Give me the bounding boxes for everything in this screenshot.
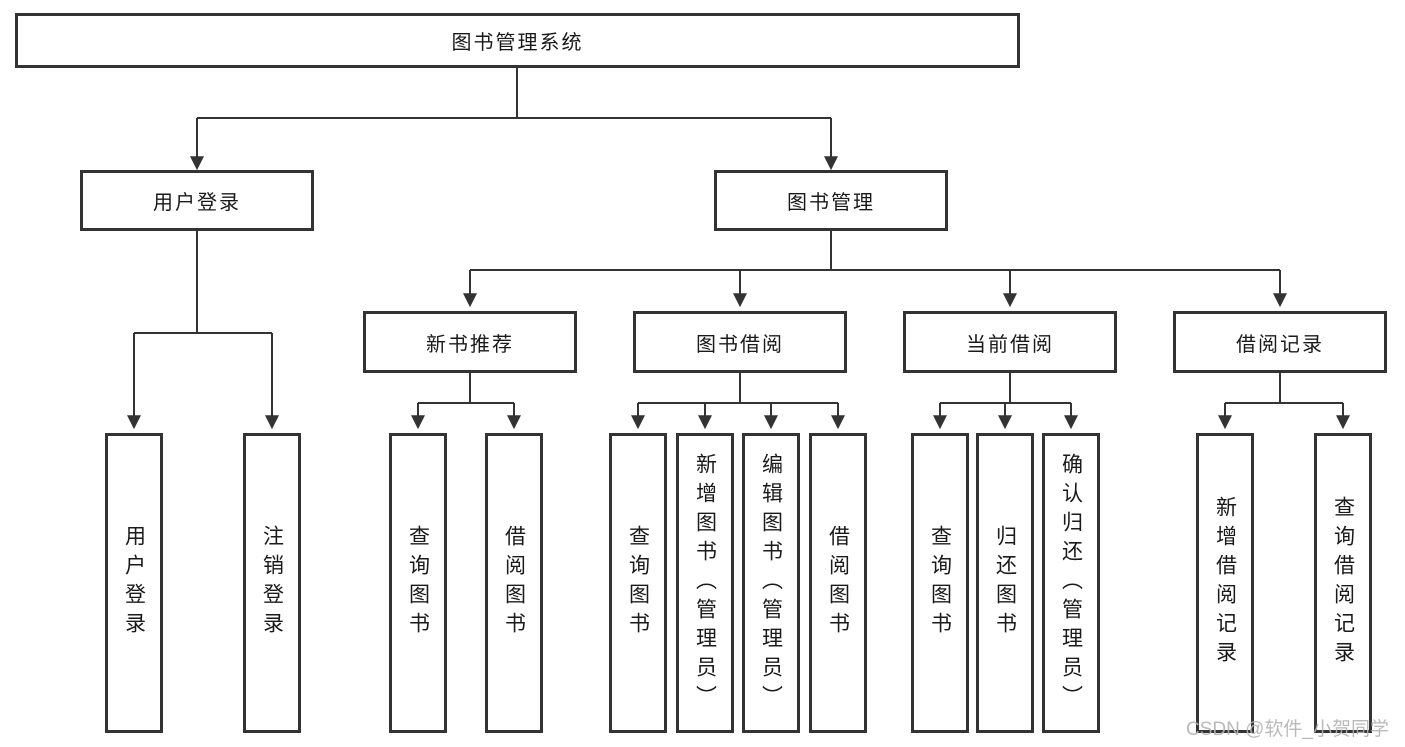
leaf-borrow-borrow-books-label: 借阅图书	[826, 525, 850, 641]
csdn-watermark: CSDN @软件_小贺同学	[1186, 719, 1389, 740]
node-book-borrow-label: 图书借阅	[696, 333, 784, 356]
leaf-record-add-borrow-record: 新增借阅记录	[1196, 433, 1254, 733]
leaf-current-return-books-label: 归还图书	[993, 525, 1017, 641]
node-root: 图书管理系统	[15, 13, 1020, 68]
leaf-current-query-books: 查询图书	[911, 433, 969, 733]
leaf-borrow-add-books-admin: 新增图书（管理员）	[676, 433, 734, 733]
leaf-user-login-label: 用户登录	[122, 525, 146, 641]
leaf-newrec-query-books-label: 查询图书	[406, 525, 430, 641]
leaf-borrow-borrow-books: 借阅图书	[809, 433, 867, 733]
node-user-login: 用户登录	[80, 170, 314, 231]
leaf-newrec-query-books: 查询图书	[389, 433, 447, 733]
node-user-login-label: 用户登录	[153, 192, 241, 214]
leaf-logout-label: 注销登录	[260, 525, 284, 641]
leaf-user-login: 用户登录	[105, 433, 163, 733]
node-new-book-recommend-label: 新书推荐	[426, 333, 514, 356]
leaf-borrow-query-books-label: 查询图书	[626, 525, 650, 641]
leaf-borrow-edit-books-admin-label: 编辑图书（管理员）	[759, 452, 783, 714]
leaf-borrow-add-books-admin-label: 新增图书（管理员）	[693, 452, 717, 714]
leaf-current-return-books: 归还图书	[976, 433, 1034, 733]
node-current-borrow-label: 当前借阅	[966, 333, 1054, 356]
leaf-record-query-borrow-record-label: 查询借阅记录	[1331, 496, 1355, 670]
leaf-current-confirm-return-admin: 确认归还（管理员）	[1042, 433, 1100, 733]
node-book-management-label: 图书管理	[787, 192, 875, 214]
leaf-record-query-borrow-record: 查询借阅记录	[1314, 433, 1372, 733]
node-root-label: 图书管理系统	[451, 32, 584, 54]
leaf-newrec-borrow-books: 借阅图书	[485, 433, 543, 733]
node-current-borrow: 当前借阅	[903, 311, 1117, 373]
node-book-borrow: 图书借阅	[633, 311, 847, 373]
leaf-logout: 注销登录	[243, 433, 301, 733]
leaf-borrow-edit-books-admin: 编辑图书（管理员）	[742, 433, 800, 733]
leaf-record-add-borrow-record-label: 新增借阅记录	[1213, 496, 1237, 670]
leaf-borrow-query-books: 查询图书	[609, 433, 667, 733]
leaf-current-query-books-label: 查询图书	[928, 525, 952, 641]
node-borrow-records-label: 借阅记录	[1236, 333, 1324, 356]
leaf-current-confirm-return-admin-label: 确认归还（管理员）	[1059, 452, 1083, 714]
node-book-management: 图书管理	[714, 170, 948, 231]
node-borrow-records: 借阅记录	[1173, 311, 1387, 373]
node-new-book-recommend: 新书推荐	[363, 311, 577, 373]
leaf-newrec-borrow-books-label: 借阅图书	[502, 525, 526, 641]
